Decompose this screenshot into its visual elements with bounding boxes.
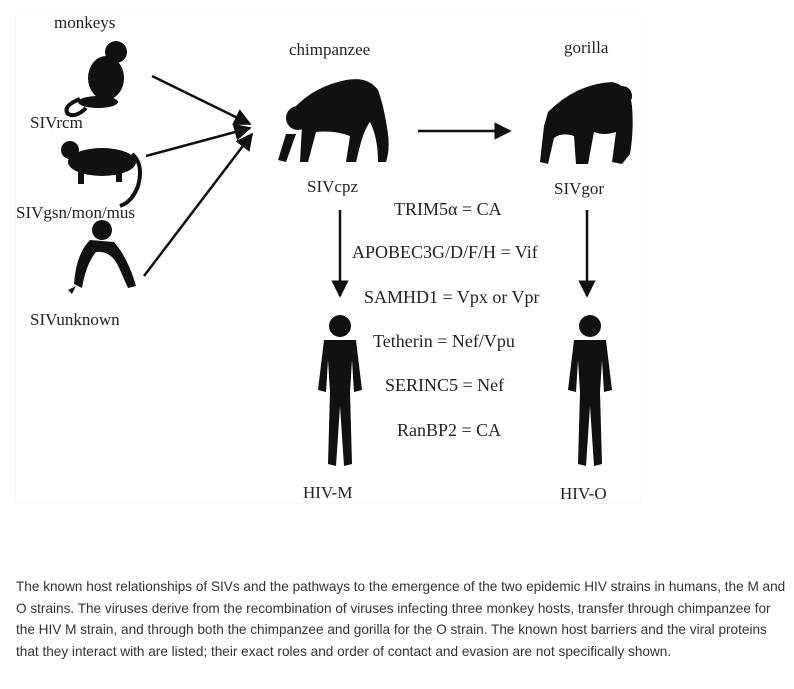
sivrcm-label: SIVrcm bbox=[30, 113, 83, 132]
barrier-apobec3: APOBEC3G/D/F/H = Vif bbox=[352, 242, 538, 262]
arrow-gsn-to-chimp bbox=[145, 123, 252, 158]
barrier-samhd1: SAMHD1 = Vpx or Vpr bbox=[364, 287, 540, 307]
arrow-rcm-to-chimp bbox=[151, 74, 252, 126]
hiv-o-label: HIV-O bbox=[560, 484, 607, 503]
sivunknown-label: SIVunknown bbox=[30, 310, 120, 329]
monkey-gsn-silhouette bbox=[61, 141, 142, 208]
figure-caption: The known host relationships of SIVs and… bbox=[16, 579, 786, 659]
sivgor-label: SIVgor bbox=[554, 179, 605, 198]
monkey-rcm-silhouette bbox=[64, 41, 127, 118]
gorilla-label: gorilla bbox=[564, 38, 609, 57]
barrier-trim5a: TRIM5α = CA bbox=[394, 199, 502, 219]
barrier-tetherin: Tetherin = Nef/Vpu bbox=[373, 331, 515, 351]
monkey-unknown-silhouette bbox=[68, 220, 136, 294]
arrow-unknown-to-chimp bbox=[143, 132, 254, 277]
gorilla-silhouette bbox=[540, 82, 633, 164]
barrier-ranbp2: RanBP2 = CA bbox=[397, 420, 502, 440]
figure-graphics bbox=[61, 41, 633, 466]
chimpanzee-silhouette bbox=[278, 79, 389, 162]
chimpanzee-label: chimpanzee bbox=[289, 40, 371, 59]
barrier-serinc5: SERINC5 = Nef bbox=[385, 375, 505, 395]
sivcpz-label: SIVcpz bbox=[307, 177, 358, 196]
host-relationship-figure: monkeys chimpanzee gorilla SIVrcm SIVgsn… bbox=[16, 14, 641, 503]
human-m-silhouette bbox=[318, 315, 362, 466]
hiv-m-label: HIV-M bbox=[303, 483, 353, 502]
monkeys-label: monkeys bbox=[54, 13, 116, 32]
sivgsn-label: SIVgsn/mon/mus bbox=[16, 203, 136, 222]
human-o-silhouette bbox=[568, 315, 612, 466]
